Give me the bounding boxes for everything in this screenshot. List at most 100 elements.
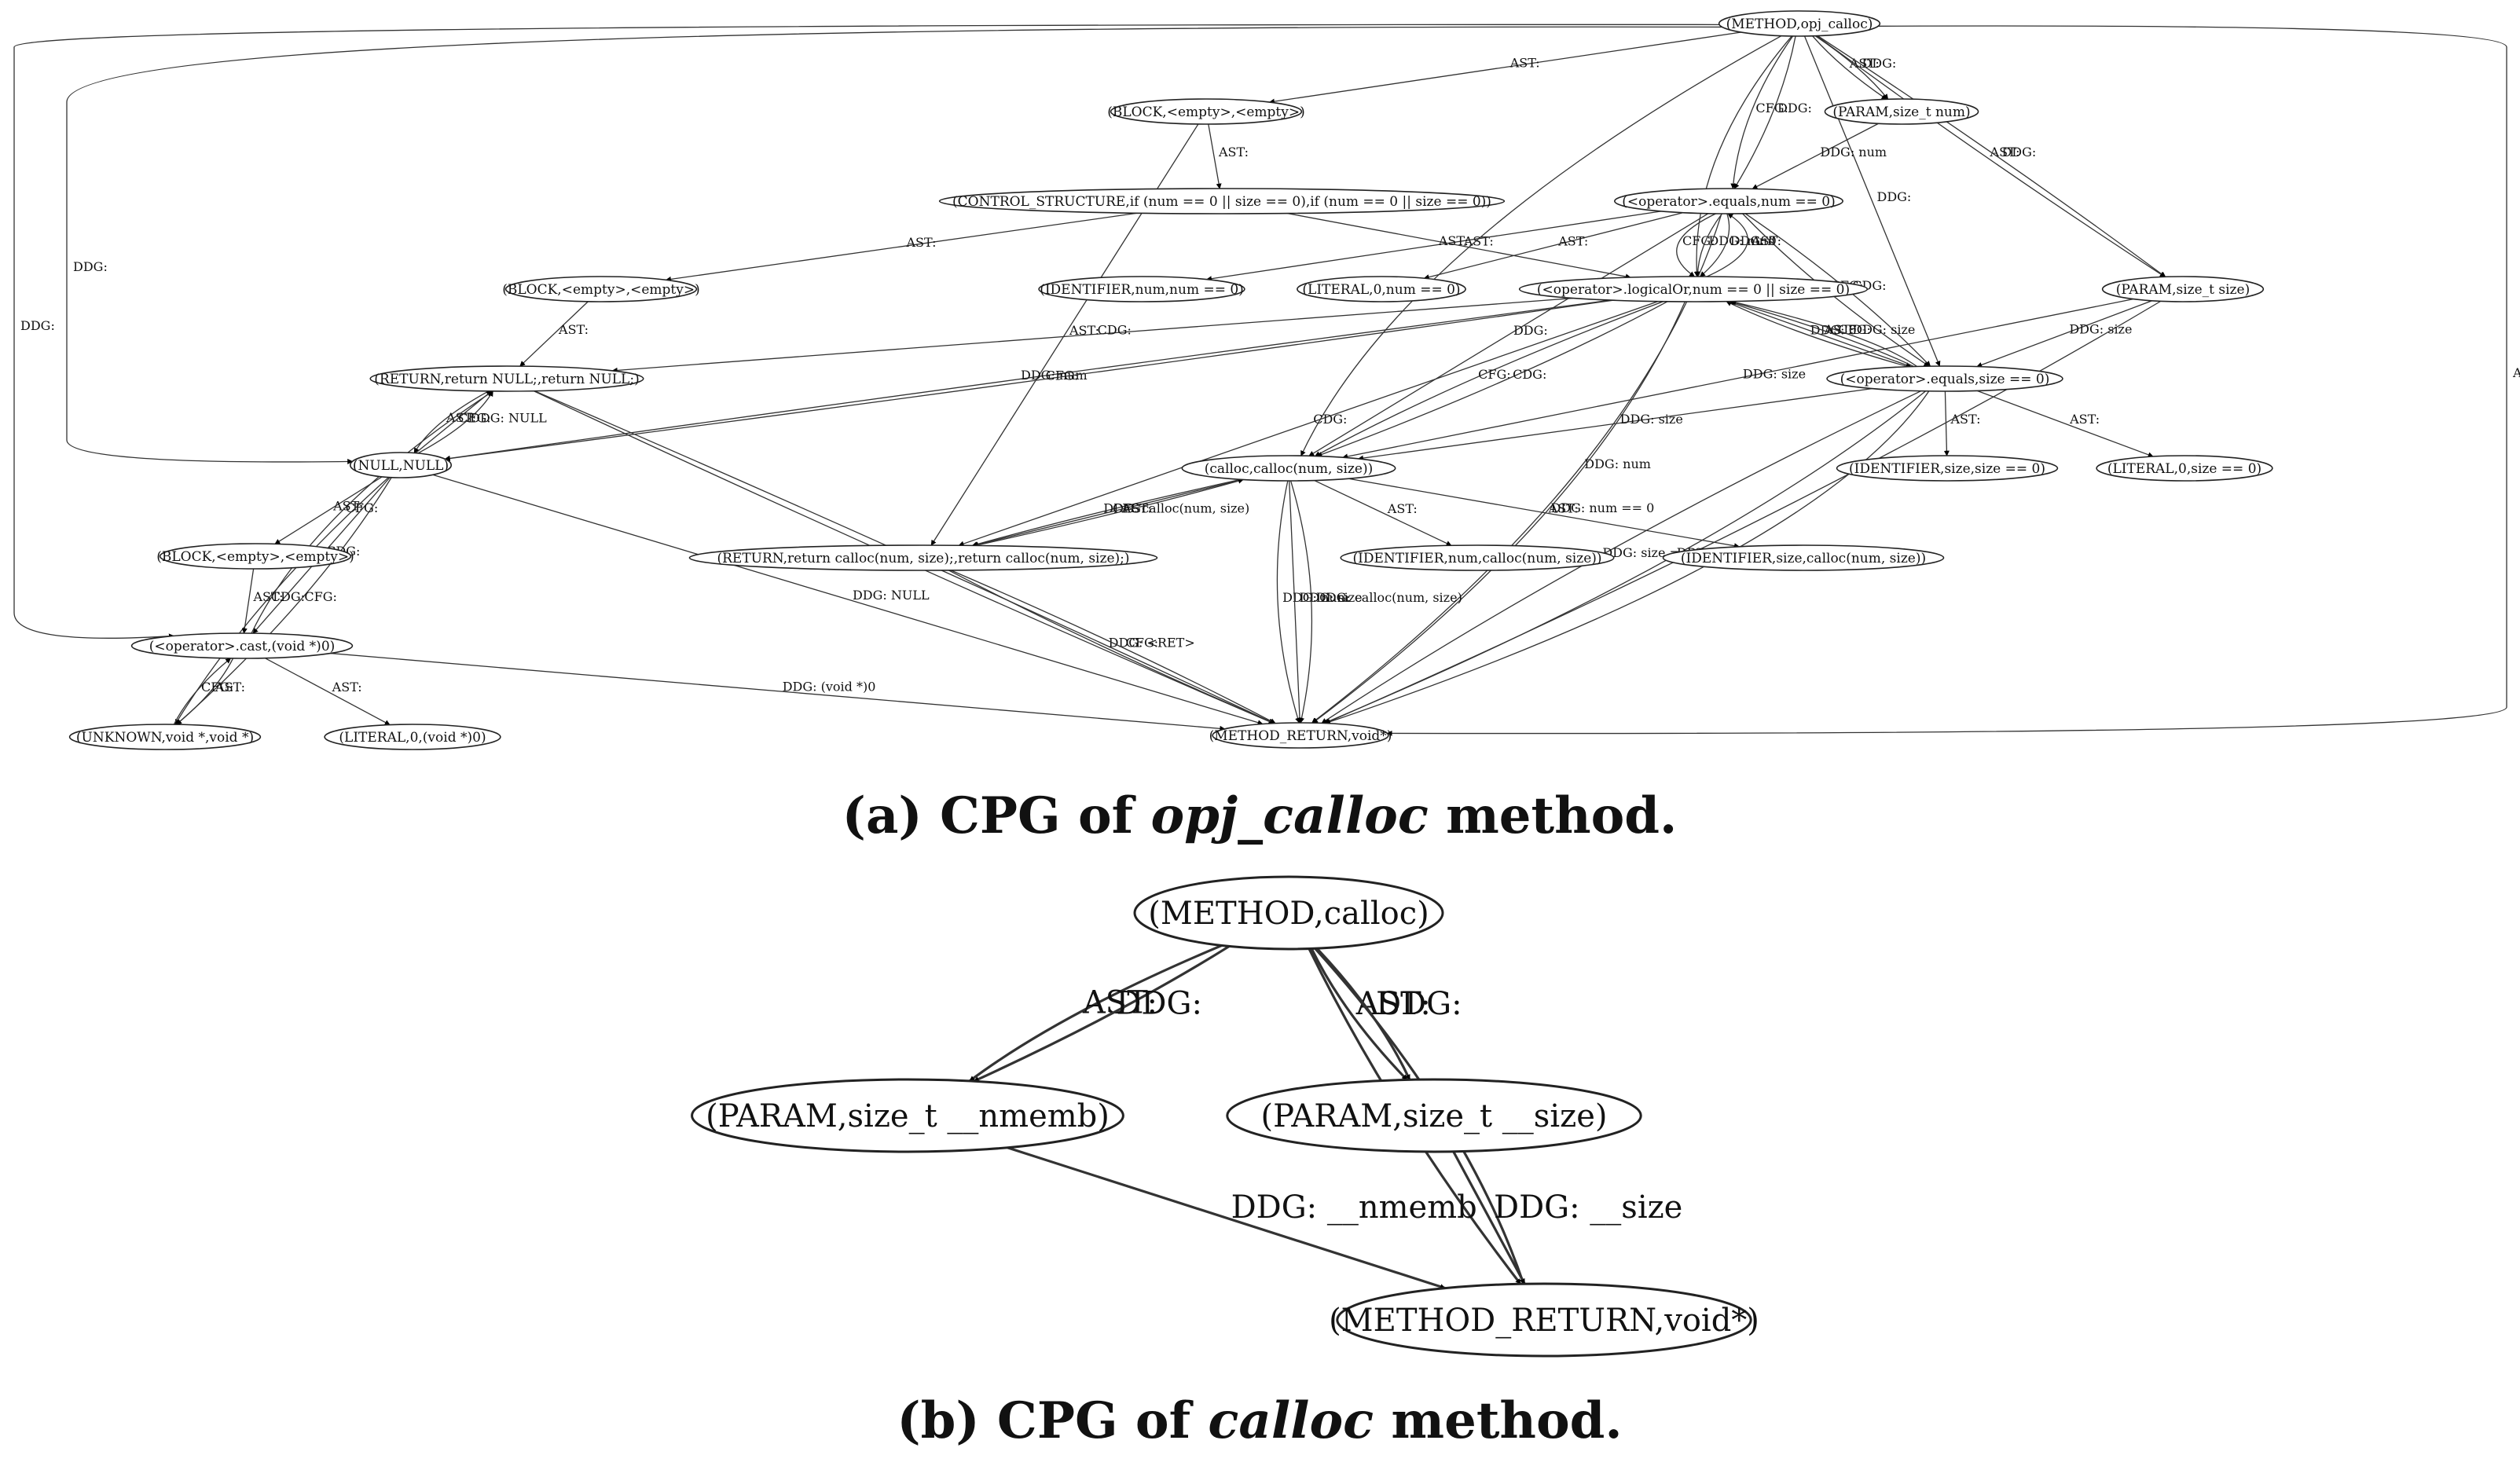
edge-path — [1206, 211, 1662, 282]
graph-node-idn: (IDENTIFIER,num,num == 0) — [1038, 276, 1245, 302]
graph-edge: CFG: — [173, 658, 234, 725]
edge-label: DDG: (void *)0 — [783, 680, 876, 695]
graph-node-ret2: (RETURN,return calloc(num, size);,return… — [688, 544, 1158, 571]
edge-path — [1289, 480, 1313, 724]
graph-edge: CDG: — [1316, 301, 1668, 457]
graph-edge: DDG: — [973, 945, 1231, 1083]
node-ellipse — [1836, 455, 2059, 482]
edge-label: DDG: __nmemb — [1231, 1189, 1477, 1226]
edge-label: AST: — [332, 680, 362, 695]
graph-edge — [1693, 35, 1792, 277]
node-ellipse — [1297, 276, 1466, 302]
edge-label: AST: — [1082, 985, 1157, 1021]
edge-path — [176, 477, 392, 725]
graph-edge: DDG: <RET> — [948, 570, 1275, 724]
node-ellipse — [1038, 276, 1245, 302]
edge-path — [173, 658, 232, 725]
edge-path — [1314, 479, 1452, 546]
graph-edge: DDG: — [66, 26, 1722, 464]
node-ellipse — [938, 188, 1506, 214]
graph-node-cast: (<operator>.cast,(void *)0) — [130, 632, 354, 659]
edge-label: DDG: — [1876, 189, 1911, 204]
node-ellipse — [2101, 276, 2265, 302]
edge-path — [1733, 35, 1796, 189]
edge-label: CFG: — [346, 500, 379, 515]
edge-label: AST: — [446, 410, 476, 425]
edge-path — [1300, 35, 1782, 456]
graph-edge: AST: — [1206, 211, 1662, 282]
graph-node-mr: (METHOD_RETURN,void*) — [1329, 1282, 1759, 1358]
edge-label: CFG: — [201, 680, 234, 695]
graph-edge: AST: — [1310, 947, 1431, 1081]
graph-edge: DDG: __nmemb — [1007, 1146, 1477, 1290]
graph-edge: DDG: num — [444, 299, 1611, 461]
graph-edge: DDG: __size — [1452, 1151, 1682, 1285]
caption-b: (b) CPG of calloc method. — [897, 1391, 1622, 1450]
edge-path — [1287, 212, 1631, 280]
graph-node-ps: (PARAM,size_t __size) — [1226, 1078, 1642, 1153]
graph-edge: AST: — [241, 568, 284, 634]
graph-edge — [1324, 300, 2162, 724]
figure-a-graph: AST:AST:DDG:CFG:DDG:AST:DDG:DDG:DDG:DDG:… — [13, 10, 2520, 750]
node-label: (METHOD,calloc) — [1148, 896, 1429, 932]
graph-edge: CFG: — [1730, 35, 1794, 189]
edge-path — [1357, 387, 1873, 461]
node-ellipse — [1212, 722, 1389, 749]
edge-path — [1386, 25, 2507, 736]
node-ellipse — [369, 365, 644, 392]
graph-edge: DDG: num == 0 — [1312, 301, 1686, 724]
graph-edge: AST: — [975, 478, 1244, 547]
node-label: (calloc,calloc(num, size)) — [1205, 461, 1374, 477]
node-label: (IDENTIFIER,num,calloc(num, size)) — [1352, 551, 1601, 566]
node-ellipse — [1824, 98, 1979, 125]
node-label: (PARAM,size_t __nmemb) — [706, 1098, 1110, 1134]
graph-edge: DDG: num — [1752, 123, 1887, 189]
edge-path — [1730, 35, 1794, 189]
edge-path — [1276, 480, 1300, 724]
graph-edge: DDG: — [1733, 35, 1812, 189]
edge-label: DDG: — [73, 259, 108, 274]
edge-path — [1310, 947, 1408, 1081]
figure-b-graph: AST:DDG:AST:DDG:AST:CFG:DDG: __nmembDDG:… — [691, 875, 1759, 1358]
graph-edge: AST: — [1386, 25, 2520, 736]
edge-label: DDG: num == 0 — [1550, 500, 1654, 515]
edge-label: DDG: size — [1743, 366, 1806, 381]
node-label: (RETURN,return calloc(num, size);,return… — [717, 551, 1130, 566]
node-ellipse — [1614, 188, 1843, 214]
edge-label: DDG: num — [1021, 368, 1088, 383]
edge-path — [1727, 301, 1912, 368]
edge-path — [1268, 31, 1741, 104]
graph-node-null: (NULL,NULL) — [349, 452, 453, 478]
edge-path — [417, 390, 493, 454]
graph-edge: AST: — [519, 301, 589, 367]
graph-edge: CFG: — [251, 390, 493, 634]
node-ellipse — [1133, 875, 1444, 951]
edge-path — [251, 390, 493, 634]
graph-edge: DDG: 0 — [1700, 213, 1777, 277]
edge-label: DDG: — [1777, 101, 1812, 115]
graph-node-eqs: (<operator>.equals,size == 0) — [1826, 365, 2063, 392]
edge-label: CFG: — [1046, 368, 1079, 383]
node-ellipse — [504, 276, 698, 302]
graph-node-call: (calloc,calloc(num, size)) — [1181, 455, 1396, 482]
node-ellipse — [159, 543, 352, 570]
caption-b-suffix: method. — [1374, 1391, 1623, 1450]
edge-label: AST: — [1548, 501, 1579, 516]
edge-label: CFG: — [1478, 367, 1511, 382]
edge-path — [948, 570, 1275, 724]
graph-edge: DDG: size — [1730, 299, 1917, 367]
edge-label: DDG: — [2001, 145, 2036, 159]
edge-path — [1817, 35, 2166, 277]
edge-path — [611, 297, 1573, 373]
graph-node-lit0s: (LITERAL,0,size == 0) — [2096, 455, 2273, 482]
edge-label: AST: — [1509, 56, 1540, 71]
node-label: (<operator>.logicalOr,num == 0 || size =… — [1537, 282, 1850, 298]
edge-path — [175, 658, 234, 725]
node-ellipse — [688, 544, 1158, 571]
edge-label: AST: — [1438, 233, 1469, 248]
edge-path — [1452, 1151, 1526, 1285]
graph-edge: DDG: size — [1976, 300, 2152, 368]
edge-label: DDG: size — [1852, 322, 1915, 337]
edge-path — [1943, 390, 1950, 456]
